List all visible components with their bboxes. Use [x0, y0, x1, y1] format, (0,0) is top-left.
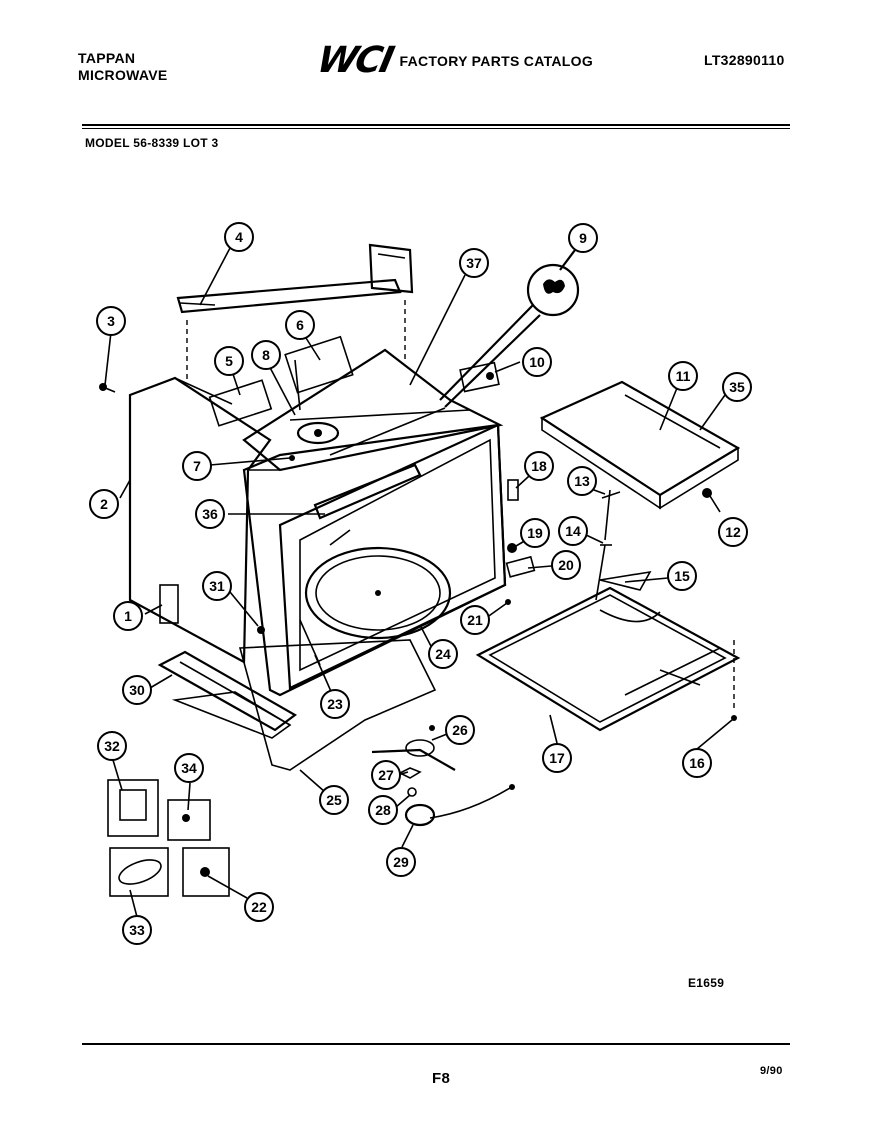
callout-17-label: 17 — [549, 750, 565, 766]
callout-16: 16 — [682, 748, 712, 778]
callout-22-label: 22 — [251, 899, 267, 915]
catalog-title: FACTORY PARTS CATALOG — [399, 52, 594, 69]
callout-25: 25 — [319, 785, 349, 815]
outer-cabinet-drawing — [128, 335, 507, 771]
callout-5: 5 — [214, 346, 244, 376]
callout-3: 3 — [96, 306, 126, 336]
callout-4: 4 — [224, 222, 254, 252]
callout-35: 35 — [722, 372, 752, 402]
callout-8-label: 8 — [262, 347, 270, 363]
callout-10-label: 10 — [529, 354, 545, 370]
catalog-number: LT32890110 — [704, 52, 785, 68]
footer-rule — [82, 1043, 790, 1045]
callout-7-label: 7 — [193, 458, 201, 474]
callout-22: 22 — [244, 892, 274, 922]
diagram-code: E1659 — [688, 976, 725, 990]
callout-11: 11 — [668, 361, 698, 391]
callout-36-label: 36 — [202, 506, 218, 522]
callout-26: 26 — [445, 715, 475, 745]
callout-15: 15 — [667, 561, 697, 591]
callout-9-label: 9 — [579, 230, 587, 246]
callout-6: 6 — [285, 310, 315, 340]
top-bracket-drawing — [176, 243, 414, 380]
callout-1: 1 — [113, 601, 143, 631]
callout-6-label: 6 — [296, 317, 304, 333]
electrical-cover-drawing — [539, 380, 741, 510]
callout-27-label: 27 — [378, 767, 394, 783]
callout-14: 14 — [558, 516, 588, 546]
brand-line-2: MICROWAVE — [78, 67, 168, 83]
callout-13-label: 13 — [574, 473, 590, 489]
callout-19-label: 19 — [527, 525, 543, 541]
model-number: MODEL 56-8339 LOT 3 — [85, 136, 219, 150]
callout-9: 9 — [568, 223, 598, 253]
callout-21: 21 — [460, 605, 490, 635]
callout-8: 8 — [251, 340, 281, 370]
callout-31-label: 31 — [209, 578, 225, 594]
callout-26-label: 26 — [452, 722, 468, 738]
callout-21-label: 21 — [467, 612, 483, 628]
callout-30: 30 — [122, 675, 152, 705]
callout-4-label: 4 — [235, 229, 243, 245]
callout-29: 29 — [386, 847, 416, 877]
callout-29-label: 29 — [393, 854, 409, 870]
callout-5-label: 5 — [225, 353, 233, 369]
callout-37-label: 37 — [466, 255, 482, 271]
callout-28-label: 28 — [375, 802, 391, 818]
callout-12: 12 — [718, 517, 748, 547]
brand-line-1: TAPPAN — [78, 50, 136, 66]
revision-date: 9/90 — [760, 1065, 783, 1077]
callout-18: 18 — [524, 451, 554, 481]
hardware-drawing — [99, 383, 652, 605]
callout-17: 17 — [542, 743, 572, 773]
callout-24: 24 — [428, 639, 458, 669]
callout-19: 19 — [520, 518, 550, 548]
callout-28: 28 — [368, 795, 398, 825]
callout-13: 13 — [567, 466, 597, 496]
callout-3-label: 3 — [107, 313, 115, 329]
base-plate-drawing — [475, 586, 741, 732]
callout-23: 23 — [320, 689, 350, 719]
harness-drawing — [371, 725, 515, 827]
callout-7: 7 — [182, 451, 212, 481]
callout-35-label: 35 — [729, 379, 745, 395]
callout-36: 36 — [195, 499, 225, 529]
callout-14-label: 14 — [565, 523, 581, 539]
callout-24-label: 24 — [435, 646, 451, 662]
callout-32: 32 — [97, 731, 127, 761]
leader-lines — [104, 247, 733, 918]
bottom-rail-drawing — [157, 650, 297, 739]
callout-34: 34 — [174, 753, 204, 783]
page-number: F8 — [432, 1070, 451, 1087]
callout-12-label: 12 — [725, 524, 741, 540]
callout-11-label: 11 — [676, 368, 691, 384]
callout-30-label: 30 — [129, 682, 145, 698]
header-rule-bottom — [82, 128, 790, 129]
callout-32-label: 32 — [104, 738, 120, 754]
callout-20: 20 — [551, 550, 581, 580]
callout-10: 10 — [522, 347, 552, 377]
callout-1-label: 1 — [124, 608, 132, 624]
callout-2: 2 — [89, 489, 119, 519]
catalog-heading: WCI FACTORY PARTS CATALOG — [314, 40, 594, 81]
header-rule-top — [82, 124, 790, 126]
callout-37: 37 — [459, 248, 489, 278]
callout-33-label: 33 — [129, 922, 145, 938]
detail-magnifier-9 — [526, 263, 580, 317]
accessory-parts-drawing — [107, 779, 230, 897]
callout-2-label: 2 — [100, 496, 108, 512]
callout-16-label: 16 — [689, 755, 705, 771]
callout-18-label: 18 — [531, 458, 547, 474]
callout-25-label: 25 — [326, 792, 342, 808]
callout-33: 33 — [122, 915, 152, 945]
brand-label: TAPPAN MICROWAVE — [78, 50, 168, 84]
callout-31: 31 — [202, 571, 232, 601]
callout-34-label: 34 — [181, 760, 197, 776]
callout-27: 27 — [371, 760, 401, 790]
callout-20-label: 20 — [558, 557, 574, 573]
callout-15-label: 15 — [674, 568, 690, 584]
callout-23-label: 23 — [327, 696, 343, 712]
